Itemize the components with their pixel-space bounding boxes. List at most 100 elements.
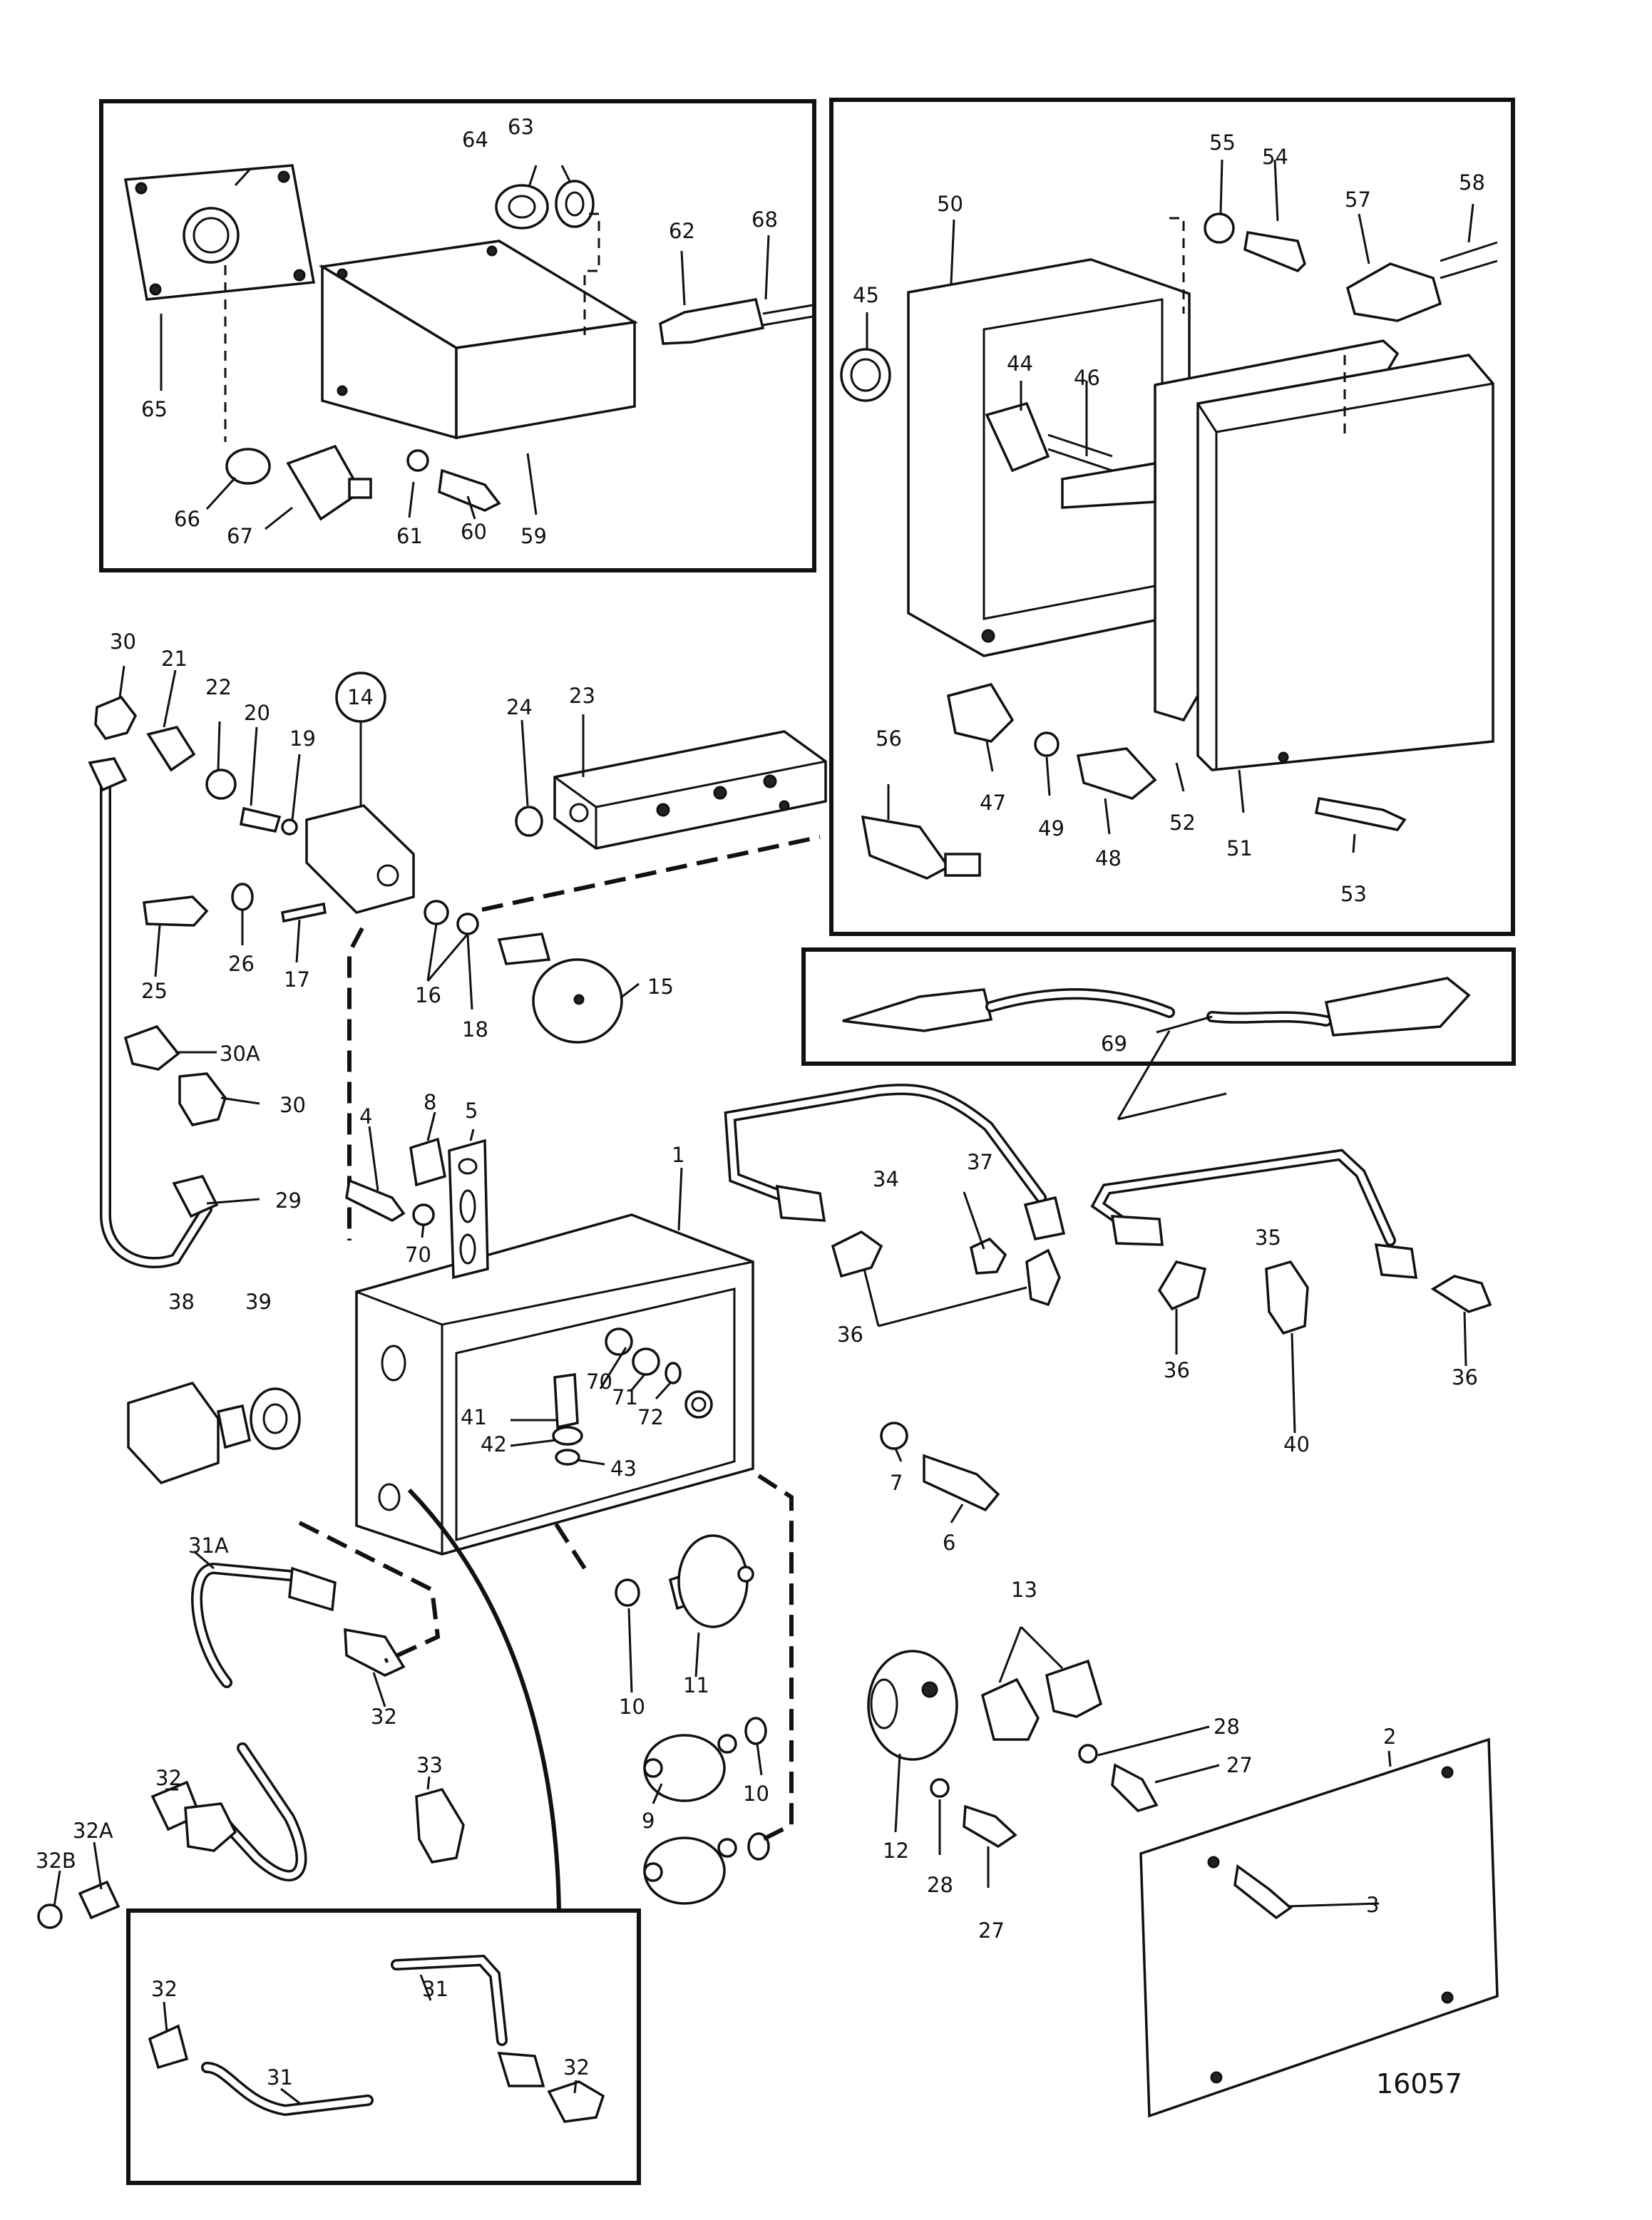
screw-6-washer-7	[880, 1422, 1000, 1512]
callout-30-top: 30	[110, 629, 136, 654]
callout-10-b: 10	[743, 1782, 769, 1806]
callout-59: 59	[520, 524, 547, 548]
callout-10-a: 10	[619, 1695, 645, 1719]
sender-9-washer-10	[643, 1717, 770, 1905]
screw-60-washer-61	[406, 449, 501, 512]
callout-33: 33	[416, 1753, 443, 1777]
elbows-36-37	[831, 1230, 1492, 1313]
callout-12: 12	[883, 1839, 909, 1863]
callout-4: 4	[359, 1104, 372, 1129]
callout-38: 38	[168, 1290, 195, 1314]
callout-49: 49	[1038, 816, 1064, 841]
callout-67: 67	[227, 524, 253, 548]
callout-58: 58	[1459, 170, 1485, 195]
callout-69: 69	[1101, 1032, 1127, 1056]
oring-45	[840, 348, 891, 402]
callout-40: 40	[1283, 1432, 1310, 1456]
dash-lower	[298, 1474, 794, 1841]
clamp-33	[415, 1787, 465, 1864]
callout-72: 72	[637, 1405, 664, 1429]
screw-54-washer-55	[1204, 212, 1306, 273]
callout-32-b: 32	[155, 1766, 182, 1790]
callout-27-b: 27	[1226, 1753, 1253, 1777]
callout-32-d: 32	[563, 2055, 590, 2080]
callout-30A: 30A	[220, 1042, 260, 1066]
callout-46: 46	[1074, 366, 1100, 390]
callout-47: 47	[980, 791, 1006, 815]
leader-lines	[160, 159, 1474, 1121]
switches-13	[980, 1659, 1103, 1741]
callout-16: 16	[415, 983, 441, 1007]
callout-15: 15	[647, 975, 674, 999]
drawing-number: 16057	[1376, 2068, 1462, 2100]
callout-17: 17	[284, 967, 310, 992]
sensor-56	[861, 815, 981, 880]
callout-14: 14	[347, 685, 374, 709]
callout-26: 26	[228, 952, 255, 976]
callout-31A: 31A	[188, 1533, 229, 1558]
callout-3: 3	[1366, 1893, 1379, 1917]
inset-frame-top-right	[829, 98, 1515, 936]
manifold-23	[553, 730, 827, 850]
clamp-40	[1265, 1260, 1309, 1335]
callout-39: 39	[245, 1290, 272, 1314]
callout-60: 60	[461, 520, 487, 544]
screw-53	[1314, 796, 1407, 831]
leader-lines-lower	[53, 665, 1467, 2105]
callout-6: 6	[943, 1531, 955, 1555]
callout-7: 7	[890, 1471, 903, 1495]
callout-11: 11	[683, 1673, 709, 1697]
bottom-inset-parts	[148, 1954, 605, 2123]
callout-29: 29	[275, 1188, 302, 1213]
dash-manifold	[347, 835, 821, 1240]
callout-8: 8	[424, 1090, 436, 1114]
callout-41: 41	[461, 1405, 487, 1429]
callout-34: 34	[873, 1167, 899, 1191]
gauge-sender-12	[867, 1650, 958, 1761]
callout-50: 50	[937, 192, 963, 216]
screws-27-washers-28	[930, 1744, 1159, 1849]
callout-70-left: 70	[405, 1243, 431, 1267]
callout-22: 22	[205, 675, 232, 699]
callout-52: 52	[1169, 811, 1196, 835]
callout-48: 48	[1095, 846, 1122, 870]
callout-65: 65	[141, 397, 168, 421]
fittings-30A-30	[123, 1024, 227, 1126]
junction-box-59	[318, 240, 639, 440]
valve-block-14	[305, 804, 415, 914]
sensor-67-oring-66	[225, 444, 372, 521]
callout-27-a: 27	[978, 1918, 1005, 1943]
plug-15-washers-16-18	[424, 900, 623, 1044]
callout-35: 35	[1255, 1225, 1281, 1250]
nut-64-washer-63	[495, 180, 595, 230]
fittings-32-32A-32B	[37, 1628, 406, 1929]
callout-13: 13	[1011, 1578, 1037, 1602]
pipe-34	[724, 1084, 1066, 1241]
temperature-sensor-69	[842, 977, 1471, 1037]
callout-45: 45	[853, 283, 879, 307]
callout-36-b: 36	[1164, 1358, 1190, 1382]
callout-55: 55	[1209, 130, 1236, 155]
union-38-nut-39	[127, 1381, 301, 1485]
callout-36-c: 36	[1452, 1365, 1478, 1389]
elbow-30-top	[94, 695, 138, 741]
callout-36-a: 36	[837, 1322, 863, 1347]
callout-2: 2	[1383, 1725, 1396, 1749]
callout-28-a: 28	[927, 1873, 953, 1897]
callout-37: 37	[967, 1150, 993, 1174]
hose-29	[88, 757, 219, 1269]
callout-24: 24	[506, 695, 533, 719]
callout-18: 18	[462, 1017, 488, 1042]
callout-62: 62	[669, 219, 695, 243]
bracket-5-spacer-8-stud-4	[345, 1137, 489, 1280]
cable-gland-62-cable-68	[659, 297, 814, 345]
callout-32-c: 32	[151, 1977, 178, 2001]
callout-42: 42	[481, 1432, 507, 1456]
callout-28-b: 28	[1214, 1715, 1240, 1739]
callout-5: 5	[465, 1099, 478, 1123]
fittings-19-20-21-22-24	[146, 725, 543, 837]
callout-70-right: 70	[586, 1369, 612, 1394]
callout-51: 51	[1226, 836, 1253, 860]
screw-25-washer-26-pin-17	[143, 883, 327, 927]
